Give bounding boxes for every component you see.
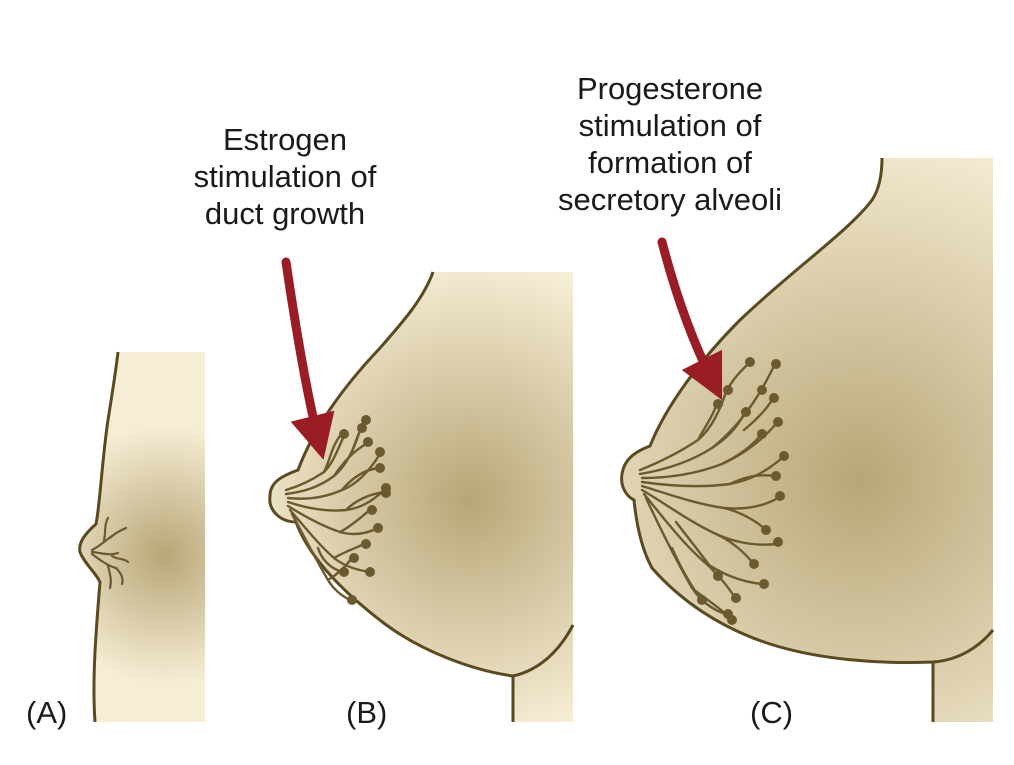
estrogen-line-2: stimulation of: [193, 159, 377, 194]
panel-b-tissue: [269, 272, 573, 722]
panel-c-breast: [620, 157, 995, 722]
panel-c-tissue: [621, 158, 993, 722]
progesterone-arrow: [657, 237, 723, 401]
panel-a-outline: [78, 351, 120, 723]
panel-a-ducts: [90, 516, 130, 590]
panel-b-label: (B): [346, 695, 388, 730]
panel-b-outline: [268, 271, 575, 678]
estrogen-line-1: Estrogen: [222, 122, 348, 157]
panel-c-label: (C): [750, 695, 794, 730]
panel-c-ducts: [638, 362, 784, 620]
panel-a-label: (A): [26, 695, 68, 730]
panel-a-breast: [78, 351, 205, 723]
progesterone-line-1: Progesterone: [576, 71, 764, 106]
estrogen-line-3: duct growth: [204, 196, 366, 231]
progesterone-line-3: formation of: [588, 145, 752, 180]
panel-a-tissue: [79, 352, 205, 722]
progesterone-line-2: stimulation of: [578, 108, 762, 143]
progesterone-line-4: secretory alveoli: [558, 182, 782, 217]
estrogen-arrow: [281, 257, 335, 460]
panel-c-alveoli: [697, 357, 789, 625]
panel-c-outline: [620, 157, 995, 664]
progesterone-label: Progesterone stimulation of formation of…: [530, 70, 810, 218]
estrogen-label: Estrogen stimulation of duct growth: [155, 121, 415, 232]
panel-b-alveoli: [339, 415, 391, 605]
panel-b-ducts: [284, 420, 388, 602]
panel-b-breast: [268, 257, 575, 722]
